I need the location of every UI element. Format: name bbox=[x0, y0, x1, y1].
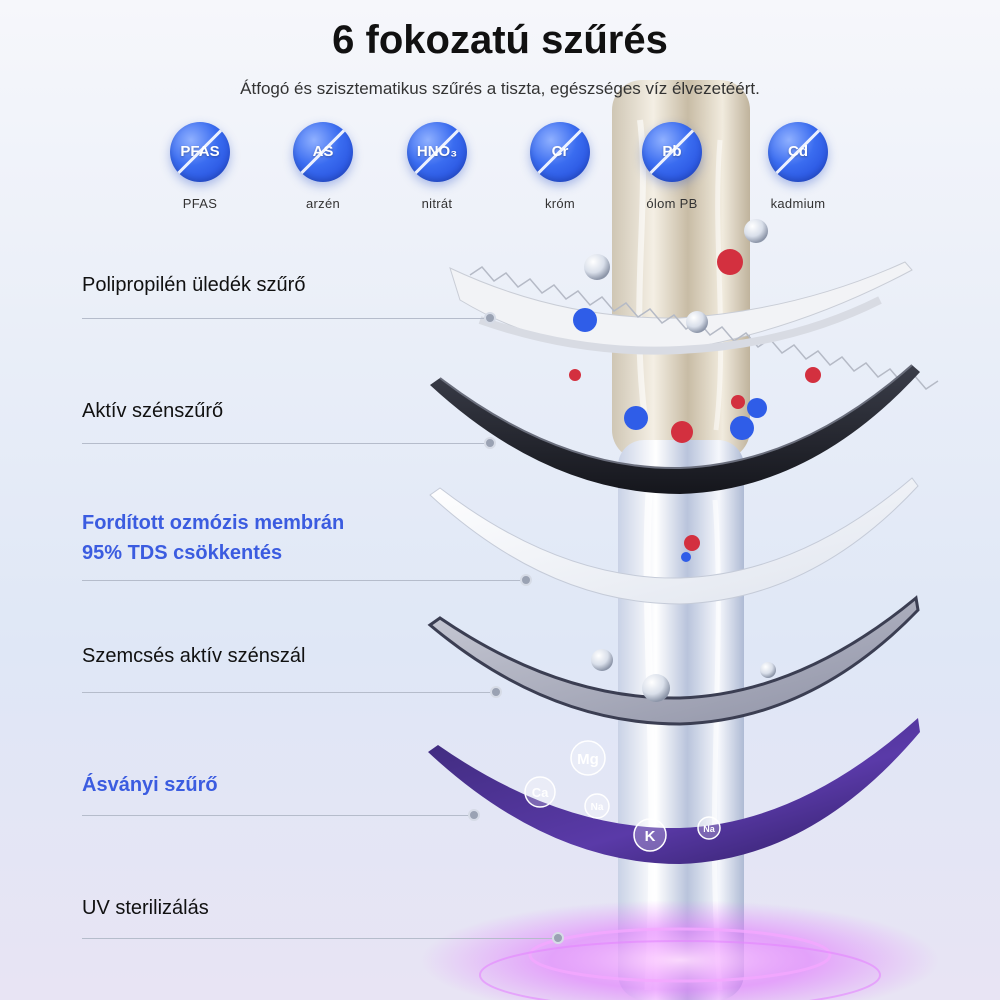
page-subtitle: Átfogó és szisztematikus szűrés a tiszta… bbox=[240, 79, 760, 98]
mineral-ca: Ca bbox=[532, 785, 549, 800]
chromium-badge-icon: Cr bbox=[530, 122, 590, 182]
layer-label-ro-tds: 95% TDS csökkentés bbox=[82, 542, 283, 564]
mineral-k: K bbox=[645, 828, 656, 845]
carbon-layer bbox=[430, 365, 920, 494]
mineral-layer bbox=[428, 718, 920, 864]
cadmium-badge-icon: Cd bbox=[768, 122, 828, 182]
layer-label-mineral: Ásványi szűrő bbox=[82, 774, 218, 796]
contaminant-cadmium: Cd kadmium bbox=[753, 122, 843, 211]
arsenic-badge-icon: AS bbox=[293, 122, 353, 182]
contaminant-particles bbox=[569, 219, 821, 702]
leader-line bbox=[82, 815, 472, 816]
contaminant-label: króm bbox=[544, 196, 576, 211]
layer-label-uv: UV sterilizálás bbox=[82, 897, 209, 919]
polypropylene-layer bbox=[449, 261, 939, 390]
lead-badge-icon: Pb bbox=[642, 122, 702, 182]
leader-line bbox=[82, 443, 490, 444]
leader-dot bbox=[552, 932, 564, 944]
contaminant-label: PFAS bbox=[182, 196, 218, 211]
mineral-bubbles bbox=[524, 740, 721, 852]
contaminant-arsenic: AS arzén bbox=[278, 122, 368, 211]
page-title: 6 fokozatú szűrés bbox=[332, 18, 668, 62]
granular-carbon-layer bbox=[427, 595, 920, 726]
contaminant-label: ólom PB bbox=[646, 196, 698, 211]
contaminant-lead: Pb ólom PB bbox=[627, 122, 717, 211]
leader-dot bbox=[490, 686, 502, 698]
mineral-mg: Mg bbox=[577, 751, 599, 768]
pfas-badge-icon: PFAS bbox=[170, 122, 230, 182]
leader-dot bbox=[520, 574, 532, 586]
contaminant-label: kadmium bbox=[770, 196, 826, 211]
leader-dot bbox=[468, 809, 480, 821]
leader-dot bbox=[484, 437, 496, 449]
mineral-na-2: Na bbox=[703, 824, 715, 834]
mineral-na: Na bbox=[591, 802, 604, 813]
nitrate-badge-icon: HNO₃ bbox=[407, 122, 467, 182]
layer-label-polypropylene: Polipropilén üledék szűrő bbox=[82, 274, 306, 296]
layer-label-ro-membrane: Fordított ozmózis membrán bbox=[82, 512, 345, 534]
contaminant-chromium: Cr króm bbox=[515, 122, 605, 211]
contaminant-label: arzén bbox=[305, 196, 341, 211]
leader-line bbox=[82, 580, 522, 581]
leader-line bbox=[82, 692, 492, 693]
contaminant-pfas: PFAS PFAS bbox=[155, 122, 245, 211]
leader-dot bbox=[484, 312, 496, 324]
ro-membrane-layer bbox=[429, 477, 919, 605]
leader-line bbox=[82, 938, 556, 939]
contaminant-label: nitrát bbox=[421, 196, 453, 211]
uv-glow bbox=[420, 900, 940, 1000]
layer-label-granular: Szemcsés aktív szénszál bbox=[82, 645, 306, 667]
contaminant-nitrate: HNO₃ nitrát bbox=[392, 122, 482, 211]
leader-line bbox=[82, 318, 490, 319]
layer-label-carbon: Aktív szénszűrő bbox=[82, 400, 224, 422]
